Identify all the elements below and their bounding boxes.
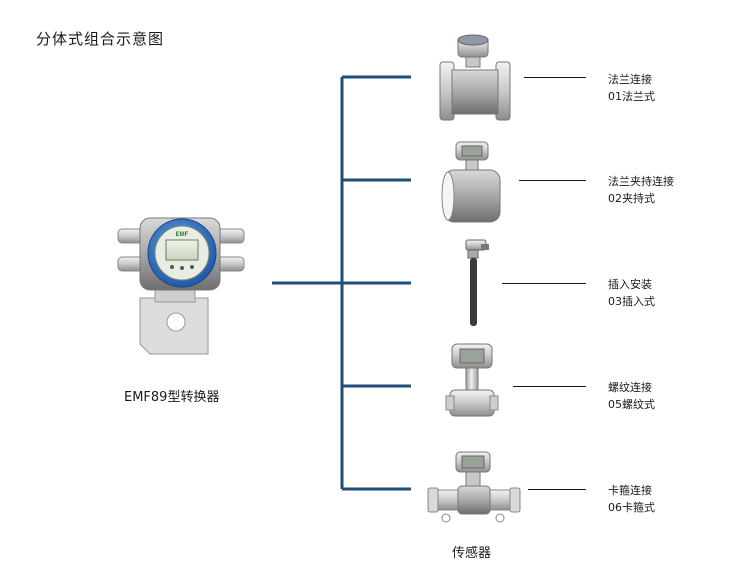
clamp-sensor-icon	[427, 451, 521, 523]
sensor-connection-4: 螺纹连接	[608, 381, 652, 394]
sensor-connection-1: 法兰连接	[608, 73, 652, 86]
leader-line-1	[524, 77, 586, 78]
diagram-title: 分体式组合示意图	[36, 30, 165, 48]
sensor-label-3: 插入安装 03插入式	[608, 276, 655, 310]
leader-line-3	[502, 283, 586, 284]
leader-line-2	[519, 180, 586, 181]
sensor-connection-3: 插入安装	[608, 278, 652, 291]
converter-logo: EMF	[176, 232, 189, 238]
leader-line-5	[528, 489, 586, 490]
connector-lines	[272, 75, 411, 491]
sensor-code-2: 02夹持式	[608, 192, 655, 205]
sensor-code-5: 06卡箍式	[608, 501, 655, 514]
sensor-label-5: 卡箍连接 06卡箍式	[608, 482, 655, 516]
flange-sensor-icon	[439, 34, 511, 121]
sensor-connection-5: 卡箍连接	[608, 484, 652, 497]
insertion-sensor-icon	[465, 239, 489, 326]
leader-line-4	[513, 386, 586, 387]
converter-icon: EMF	[117, 217, 245, 355]
threaded-sensor-icon	[445, 343, 499, 417]
sensor-code-3: 03插入式	[608, 295, 655, 308]
sensor-label-2: 法兰夹持连接 02夹持式	[608, 173, 674, 207]
sensor-code-1: 01法兰式	[608, 90, 655, 103]
sensor-label-1: 法兰连接 01法兰式	[608, 71, 655, 105]
sensor-label-4: 螺纹连接 05螺纹式	[608, 379, 655, 413]
sensor-code-4: 05螺纹式	[608, 398, 655, 411]
wafer-sensor-icon	[441, 141, 501, 223]
converter-label: EMF89型转换器	[124, 390, 220, 405]
sensors-caption: 传感器	[452, 546, 492, 561]
sensor-connection-2: 法兰夹持连接	[608, 175, 674, 188]
